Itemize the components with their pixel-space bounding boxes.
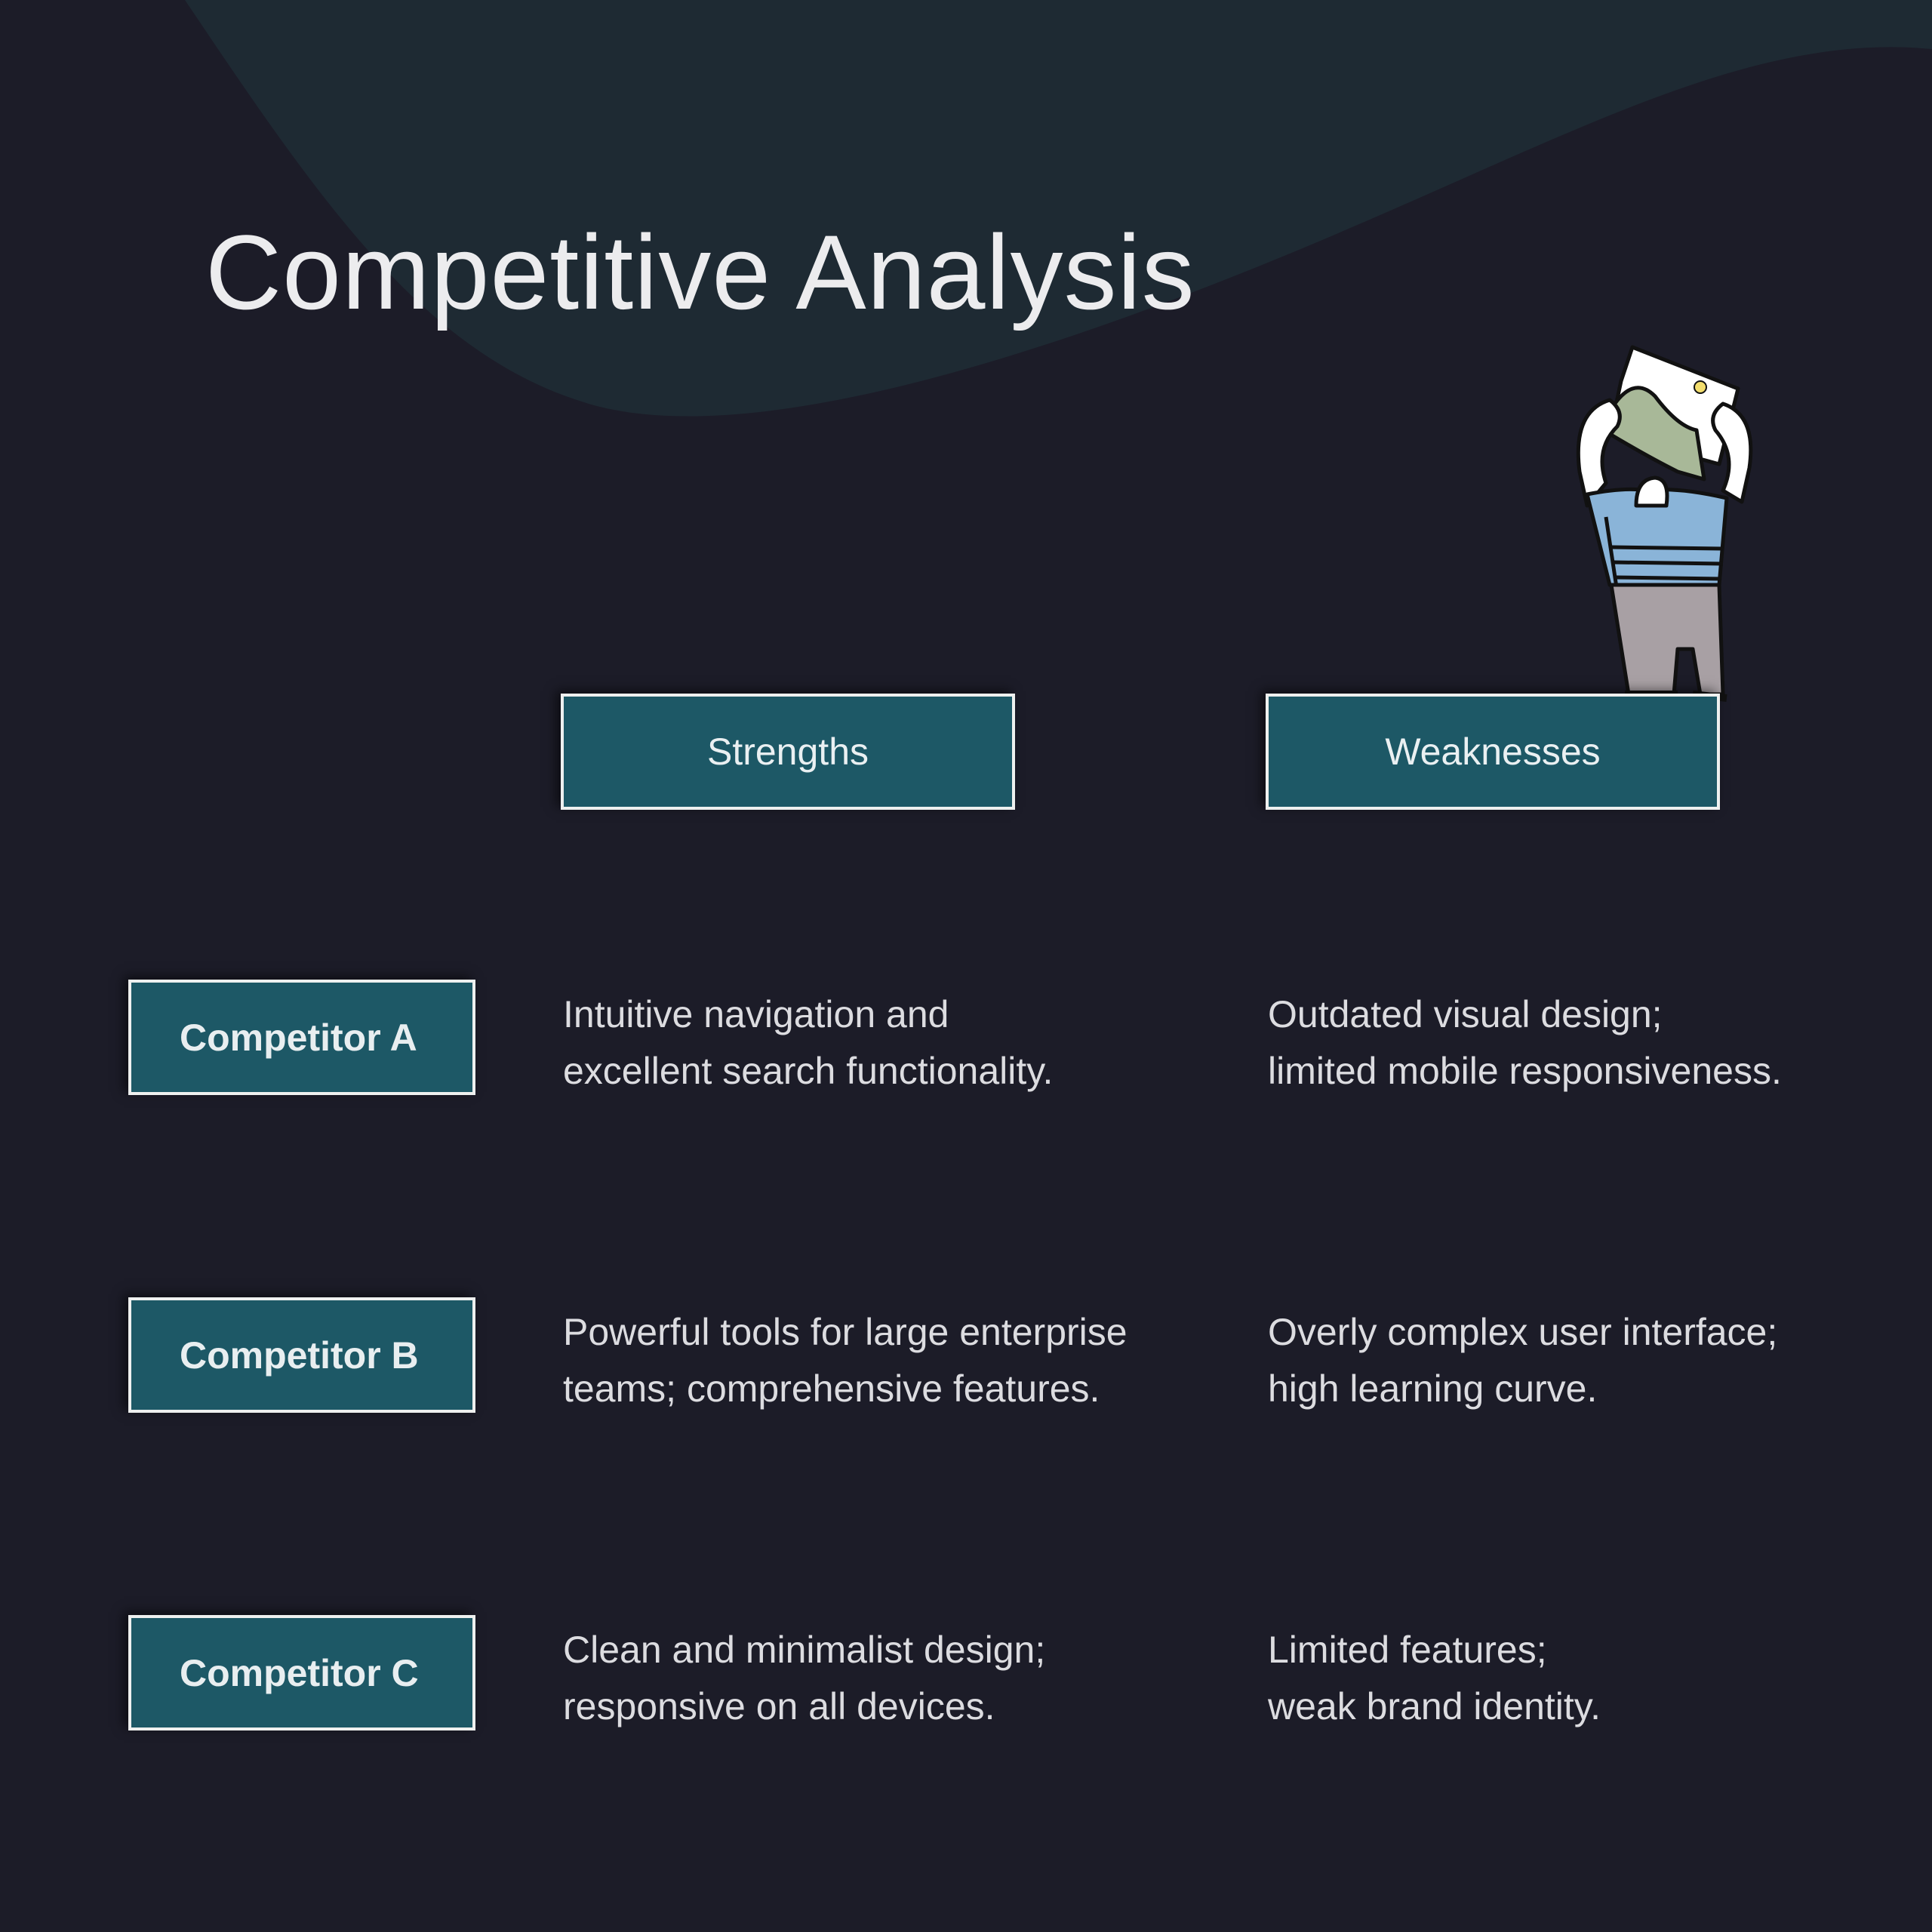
competitor-a-weaknesses: Outdated visual design; limited mobile re… (1268, 986, 1872, 1100)
person-holding-picture-illustration (1576, 345, 1753, 702)
competitor-name: Competitor B (180, 1334, 419, 1377)
strengths-header-label: Strengths (706, 731, 869, 773)
strengths-header: Strengths (561, 694, 1015, 810)
text-line: weak brand identity. (1268, 1685, 1601, 1727)
competitor-c-label: Competitor C (128, 1615, 475, 1730)
competitor-a-strengths: Intuitive navigation and excellent search… (563, 986, 1167, 1100)
page-title: Competitive Analysis (205, 213, 1195, 331)
text-line: Intuitive navigation and (563, 993, 949, 1035)
weaknesses-header-label: Weaknesses (1385, 731, 1601, 773)
competitor-name: Competitor C (180, 1651, 419, 1694)
competitor-b-strengths: Powerful tools for large enterprise teams… (563, 1304, 1167, 1417)
text-line: Overly complex user interface; (1268, 1311, 1778, 1353)
text-line: high learning curve. (1268, 1367, 1598, 1410)
competitor-name: Competitor A (180, 1016, 417, 1059)
weaknesses-header: Weaknesses (1266, 694, 1720, 810)
competitor-b-label: Competitor B (128, 1297, 475, 1413)
text-line: teams; comprehensive features. (563, 1367, 1100, 1410)
text-line: Powerful tools for large enterprise (563, 1311, 1128, 1353)
competitor-a-label: Competitor A (128, 980, 475, 1095)
text-line: excellent search functionality. (563, 1050, 1054, 1092)
competitor-b-weaknesses: Overly complex user interface; high learn… (1268, 1304, 1872, 1417)
text-line: Limited features; (1268, 1629, 1547, 1671)
text-line: limited mobile responsiveness. (1268, 1050, 1782, 1092)
text-line: Clean and minimalist design; (563, 1629, 1046, 1671)
text-line: responsive on all devices. (563, 1685, 995, 1727)
competitor-c-weaknesses: Limited features; weak brand identity. (1268, 1622, 1872, 1735)
text-line: Outdated visual design; (1268, 993, 1663, 1035)
competitor-c-strengths: Clean and minimalist design; responsive o… (563, 1622, 1167, 1735)
